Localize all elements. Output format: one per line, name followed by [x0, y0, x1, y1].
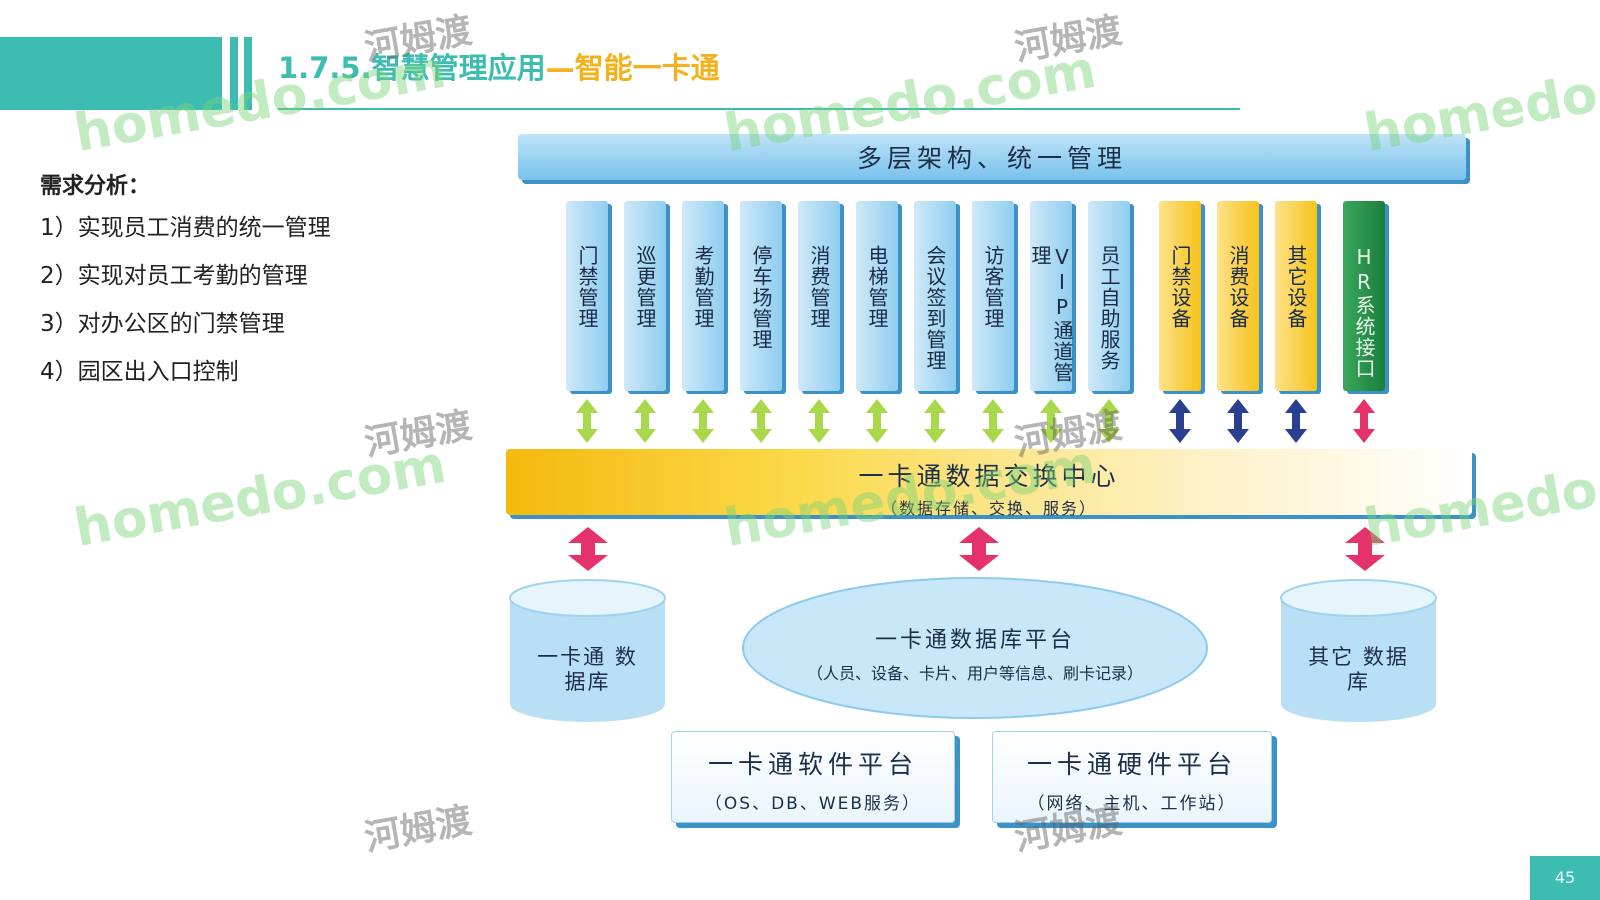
module-arrow [866, 399, 888, 443]
module-label: 消费管理 [807, 245, 831, 329]
software-platform: 一卡通软件平台 （OS、DB、WEB服务） [671, 731, 955, 823]
requirements-title: 需求分析： [40, 174, 151, 199]
requirement-item: 4）园区出入口控制 [40, 359, 239, 385]
requirement-item: 1）实现员工消费的统一管理 [40, 215, 331, 241]
module-label: 考勤管理 [691, 245, 715, 329]
software-platform-title: 一卡通软件平台 [707, 750, 918, 779]
module-column: 员工自助服务 [1088, 201, 1130, 391]
module-arrow [1353, 399, 1375, 443]
database-platform-subtitle: （人员、设备、卡片、用户等信息、刷卡记录） [806, 664, 1143, 683]
database-platform-title: 一卡通数据库平台 [874, 628, 1075, 653]
module-arrow [692, 399, 714, 443]
module-column: 其它设备 [1275, 201, 1317, 391]
module-column: 考勤管理 [682, 201, 724, 391]
arrow-left-db [568, 527, 608, 571]
hardware-platform-title: 一卡通硬件平台 [1026, 750, 1237, 779]
requirement-item: 3）对办公区的门禁管理 [40, 311, 285, 337]
module-arrow [982, 399, 1004, 443]
title-underline [278, 108, 1240, 110]
software-platform-subtitle: （OS、DB、WEB服务） [704, 794, 922, 814]
module-label: 消费设备 [1226, 245, 1250, 329]
header-stripe [230, 37, 238, 110]
module-label: 门禁管理 [575, 245, 599, 329]
module-column: 巡更管理 [624, 201, 666, 391]
right-database-text: 其它 数据库 [1308, 645, 1409, 694]
module-arrow [924, 399, 946, 443]
cylinder-right [1280, 579, 1437, 722]
page-number: 45 [1530, 856, 1600, 900]
module-arrow [808, 399, 830, 443]
header-stripe [244, 37, 252, 110]
module-label: 电梯管理 [865, 245, 889, 329]
module-label: 其它设备 [1284, 245, 1308, 329]
module-label: 巡更管理 [633, 245, 657, 329]
title-number: 1.7.5. [278, 51, 372, 85]
right-database-label: 其它 数据库 [1301, 645, 1416, 695]
page-title: 1.7.5.智慧管理应用—智能一卡通 [278, 48, 720, 88]
module-label: 员工自助服务 [1097, 245, 1121, 371]
cylinder-left [509, 579, 666, 722]
module-column: 消费管理 [798, 201, 840, 391]
title-main: 智慧管理应用 [371, 51, 546, 85]
left-database-text: 一卡通 数据库 [537, 645, 638, 694]
module-column: 门禁管理 [566, 201, 608, 391]
requirement-item: 2）实现对员工考勤的管理 [40, 263, 308, 289]
left-database-label: 一卡通 数据库 [530, 645, 645, 695]
exchange-subtitle: （数据存储、交换、服务） [880, 499, 1097, 518]
module-column: 消费设备 [1217, 201, 1259, 391]
hardware-platform-subtitle: （网络、主机、工作站） [1027, 794, 1237, 814]
module-arrow [634, 399, 656, 443]
exchange-title: 一卡通数据交换中心 [858, 462, 1120, 491]
module-label: 门禁设备 [1168, 245, 1192, 329]
module-label: VIP通道管理 [1028, 245, 1074, 383]
module-arrow [1227, 399, 1249, 443]
module-column: 会议签到管理 [914, 201, 956, 391]
database-platform-ellipse [742, 577, 1208, 719]
hardware-platform: 一卡通硬件平台 （网络、主机、工作站） [992, 731, 1272, 823]
architecture-banner: 多层架构、统一管理 [518, 134, 1466, 180]
module-arrow [1285, 399, 1307, 443]
data-exchange-center: 一卡通数据交换中心 （数据存储、交换、服务） [506, 449, 1472, 518]
header-accent-bar [0, 37, 222, 110]
module-arrow [1169, 399, 1191, 443]
module-arrow [576, 399, 598, 443]
module-column: 停车场管理 [740, 201, 782, 391]
title-accent: —智能一卡通 [545, 51, 720, 85]
arrow-center-db [959, 527, 999, 571]
module-arrow [750, 399, 772, 443]
module-column: VIP通道管理 [1028, 201, 1074, 391]
module-column: 门禁设备 [1159, 201, 1201, 391]
module-column: 访客管理 [972, 201, 1014, 391]
requirements-list: 1）实现员工消费的统一管理 2）实现对员工考勤的管理 3）对办公区的门禁管理 4… [40, 212, 331, 404]
module-label: 访客管理 [981, 245, 1005, 329]
module-label: HR系统接口 [1352, 245, 1376, 379]
module-column: HR系统接口 [1343, 201, 1385, 391]
module-column: 电梯管理 [856, 201, 898, 391]
module-label: 会议签到管理 [923, 245, 947, 371]
module-label: 停车场管理 [749, 245, 773, 350]
